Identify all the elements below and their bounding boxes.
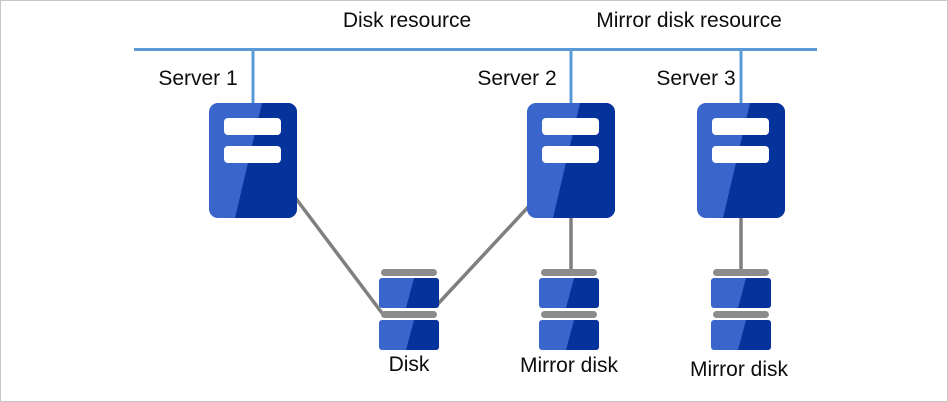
mirror-disk1-label: Mirror disk [520, 354, 618, 377]
disk-resource-label: Disk resource [342, 9, 472, 32]
server3-icon [697, 103, 785, 218]
mirror-disk-resource-label: Mirror disk resource [596, 9, 782, 32]
server1-disk-link-line [292, 194, 384, 315]
server1-label: Server 1 [158, 67, 238, 90]
server1-icon [209, 103, 297, 218]
mirror-disk2-icon [711, 269, 771, 350]
shared-disk-icon [379, 269, 439, 350]
server2-icon [527, 103, 615, 218]
server3-label: Server 3 [656, 67, 736, 90]
mirror-disk1-icon [539, 269, 599, 350]
shared-disk-label: Disk [388, 353, 430, 376]
server2-label: Server 2 [477, 67, 557, 90]
server2-disk-link-line [434, 203, 532, 308]
mirror-disk2-label: Mirror disk [690, 358, 788, 381]
